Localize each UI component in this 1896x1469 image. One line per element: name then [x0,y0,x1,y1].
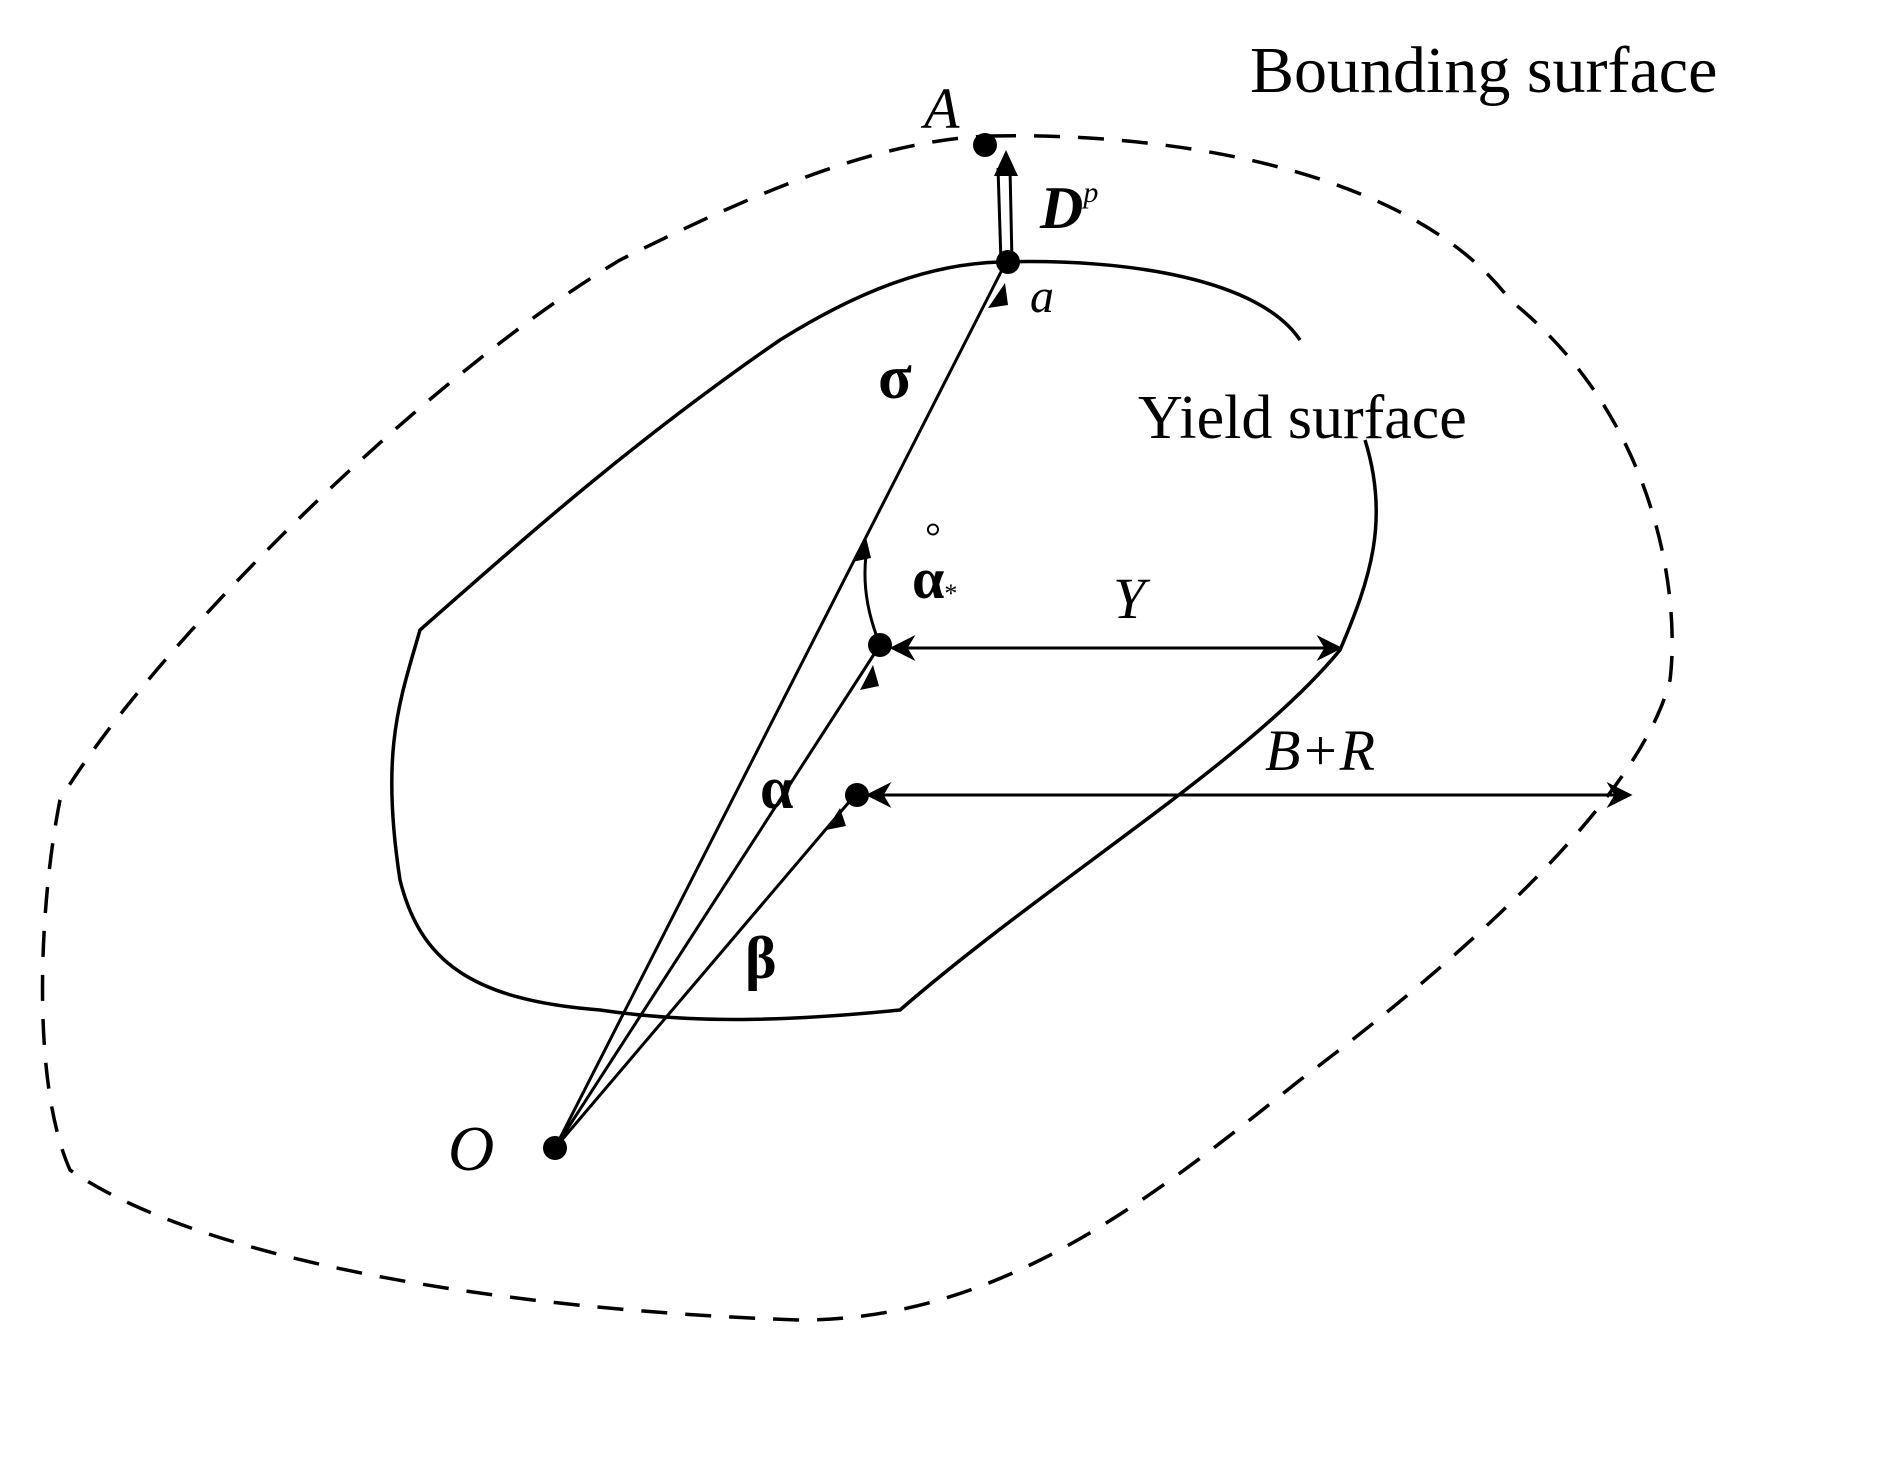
Dp-arrowhead [994,150,1018,176]
label-sigma: σ [878,344,912,412]
label-O: O [448,1113,494,1184]
point-a [996,250,1020,274]
label-alpha: α [760,755,794,821]
alpha-ring-vector [863,554,882,646]
point-O [543,1136,567,1160]
yield-surface-curve [389,259,1379,1022]
label-alpha-ring-sub: * [944,579,957,608]
label-a: a [1030,270,1054,323]
label-Y: Y [1113,566,1151,631]
label-alpha-ring-accent: ° [925,514,941,559]
point-alpha [845,783,869,807]
sigma-vector [553,263,1007,1149]
label-D-main: D [1039,175,1083,241]
Dp-vector-right [1008,167,1014,263]
sigma-mid-arrowhead [852,537,871,562]
label-alpha-ring-main: α [912,546,944,611]
alpha-arrowhead [826,808,846,830]
bounding-surface-label: Bounding surface [1250,34,1717,107]
beta-arrowhead [860,665,879,690]
alpha-vector [553,794,857,1149]
bounding-surface-curve [40,134,1674,1322]
label-alpha-ring: α* [912,546,957,611]
beta-vector [553,644,882,1149]
sigma-arrowhead [988,283,1008,308]
label-D: Dp [1039,175,1098,241]
point-alpha-star [868,633,892,657]
point-A [973,133,997,157]
label-beta: β [745,925,777,991]
yield-surface-label: Yield surface [1138,384,1467,452]
label-A: A [920,76,960,141]
Dp-vector-left [996,167,1003,263]
label-B-plus-R: B+R [1265,718,1375,783]
label-D-superscript: p [1081,176,1098,209]
